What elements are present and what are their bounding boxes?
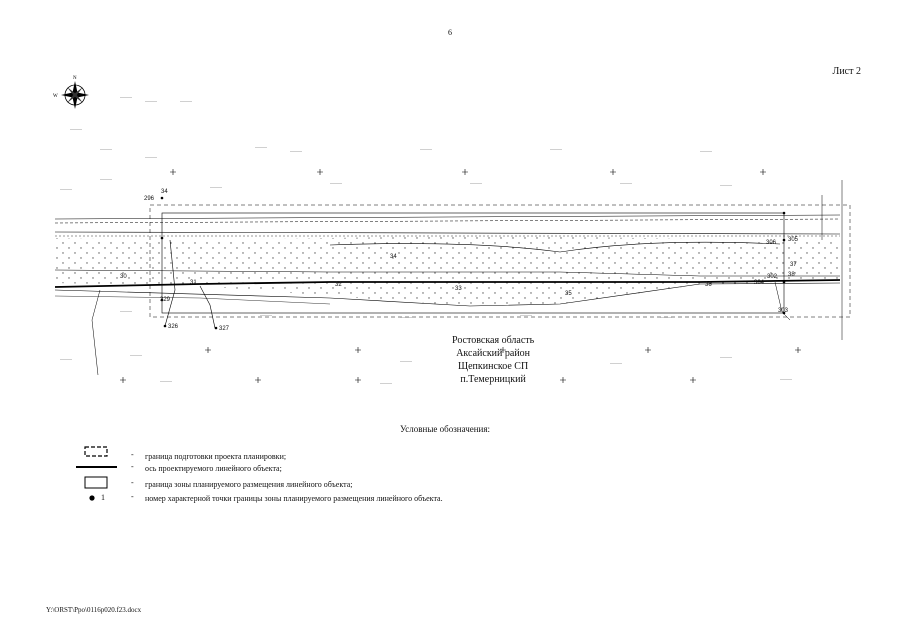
legend-item-text: номер характерной точки границы зоны пла… xyxy=(145,494,443,503)
svg-text:———: ——— xyxy=(120,308,132,313)
legend-dash: - xyxy=(131,462,134,471)
svg-text:———: ——— xyxy=(720,182,732,187)
svg-text:———: ——— xyxy=(145,154,157,159)
legend-item-text: ось проектируемого линейного объекта; xyxy=(145,464,282,473)
point-label: 34 xyxy=(390,254,397,260)
svg-text:———: ——— xyxy=(255,144,267,149)
svg-text:———: ——— xyxy=(550,146,562,151)
point-label: 303 xyxy=(778,308,789,314)
svg-text:———: ——— xyxy=(700,148,712,153)
point-label: 304 xyxy=(754,280,765,286)
svg-text:———: ——— xyxy=(160,378,172,383)
svg-text:———: ——— xyxy=(180,98,192,103)
legend-solid-rect-icon xyxy=(84,476,108,489)
region-name: Ростовская область xyxy=(452,335,535,346)
point-label: 36 xyxy=(705,282,712,288)
legend-dash: - xyxy=(131,450,134,459)
point-label: 326 xyxy=(168,324,179,330)
legend-title: Условные обозначения: xyxy=(400,424,491,434)
point-label: 306 xyxy=(766,240,777,246)
svg-text:———: ——— xyxy=(60,356,72,361)
point-label: 33 xyxy=(455,286,462,292)
sheet-label: Лист 2 xyxy=(832,66,861,77)
project-preparation-boundary xyxy=(149,204,851,318)
svg-text:———: ——— xyxy=(260,312,272,317)
svg-text:———: ——— xyxy=(100,146,112,151)
svg-text:———: ——— xyxy=(520,312,532,317)
point-label: 329 xyxy=(160,297,171,303)
svg-text:———: ——— xyxy=(70,126,82,131)
svg-text:———: ——— xyxy=(720,354,732,359)
svg-text:———: ——— xyxy=(330,180,342,185)
svg-text:———: ——— xyxy=(780,376,792,381)
svg-text:———: ——— xyxy=(660,314,672,319)
svg-text:———: ——— xyxy=(120,94,132,99)
dotted-zone xyxy=(55,236,840,306)
point-label: 30 xyxy=(120,274,127,280)
legend-item-text: граница зоны планируемого размещения лин… xyxy=(145,480,353,489)
svg-text:———: ——— xyxy=(620,180,632,185)
svg-text:———: ——— xyxy=(400,358,412,363)
point-label: 302 xyxy=(767,274,778,280)
footer-path: Y:\ORST\Ppo\0116p020.f23.docx xyxy=(46,606,142,614)
planning-zone-boundary xyxy=(161,212,785,314)
point-label: 38 xyxy=(788,272,795,278)
settlement-name: Щепкинское СП xyxy=(458,361,529,372)
legend-dash: - xyxy=(131,492,134,501)
legend-point-label: 1 xyxy=(101,493,105,502)
svg-text:N: N xyxy=(73,76,77,81)
compass-rose-icon: N W xyxy=(53,76,89,109)
district-name: Аксайский район xyxy=(456,348,531,359)
point-label: 327 xyxy=(219,326,230,332)
point-label: 34 xyxy=(161,189,168,195)
point-label: 305 xyxy=(788,237,799,243)
svg-text:———: ——— xyxy=(130,352,142,357)
point-label: 32 xyxy=(335,282,342,288)
svg-text:———: ——— xyxy=(210,184,222,189)
location-block: Ростовская область Аксайский район Щепки… xyxy=(452,334,534,386)
legend-item-text: граница подготовки проекта планировки; xyxy=(145,452,287,461)
point-label: 296 xyxy=(144,196,155,202)
svg-text:———: ——— xyxy=(400,314,412,319)
point-label: 37 xyxy=(790,262,797,268)
svg-text:———: ——— xyxy=(610,360,622,365)
svg-text:———: ——— xyxy=(380,380,392,385)
grid-crosses xyxy=(120,169,801,383)
svg-text:———: ——— xyxy=(470,180,482,185)
legend-point-icon xyxy=(89,495,95,501)
linear-object-axis xyxy=(54,279,841,288)
svg-text:———: ——— xyxy=(145,98,157,103)
legend-dash: - xyxy=(131,478,134,487)
svg-text:———: ——— xyxy=(420,146,432,151)
point-label: 31 xyxy=(190,280,197,286)
svg-text:W: W xyxy=(53,94,58,99)
page-number: 6 xyxy=(448,28,452,37)
legend-dashed-rect-icon xyxy=(84,446,108,457)
svg-text:———: ——— xyxy=(60,186,72,191)
svg-text:———: ——— xyxy=(290,148,302,153)
locality-name: п.Темерницкий xyxy=(460,374,526,385)
point-label: 35 xyxy=(565,291,572,297)
svg-text:———: ——— xyxy=(100,176,112,181)
